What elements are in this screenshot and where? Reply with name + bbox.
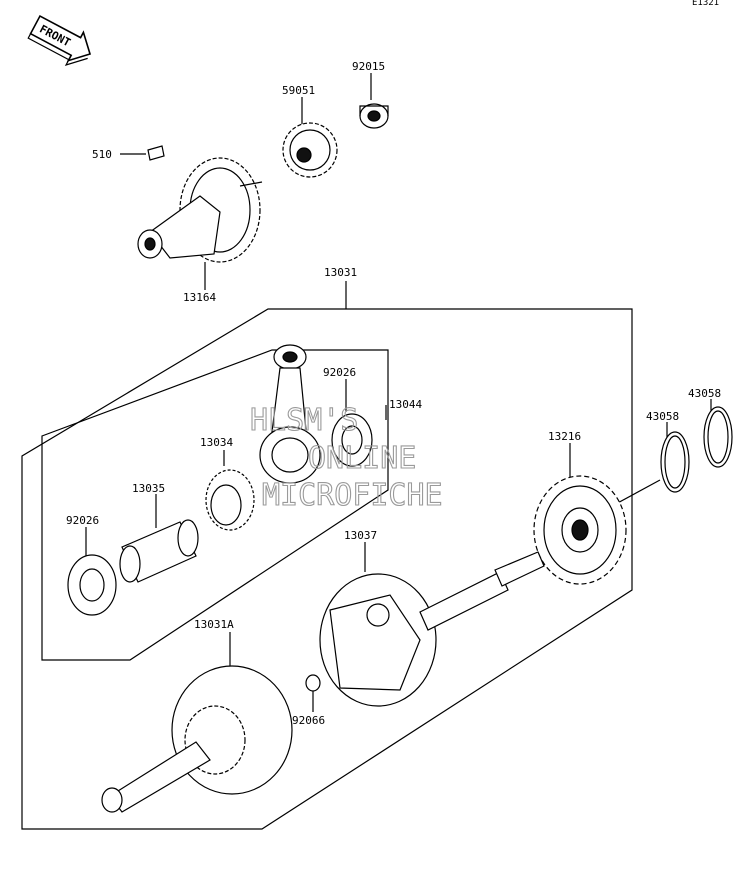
callout-13031A[interactable]: 13031A: [194, 618, 234, 631]
callout-13164[interactable]: 13164: [183, 291, 216, 304]
callout-510[interactable]: 510: [92, 148, 112, 161]
callout-13031[interactable]: 13031: [324, 266, 357, 279]
callout-43058-outer[interactable]: 43058: [688, 387, 721, 400]
callout-59051[interactable]: 59051: [282, 84, 315, 97]
pin-92066[interactable]: [305, 674, 321, 692]
callout-13037[interactable]: 13037: [344, 529, 377, 542]
callout-92026-upper[interactable]: 92026: [323, 366, 356, 379]
balancer-shaft-13164[interactable]: [137, 157, 263, 263]
callout-92026-lower[interactable]: 92026: [66, 514, 99, 527]
watermark-line-2: ONLINE: [308, 441, 416, 476]
crank-pin-13035[interactable]: [119, 519, 199, 583]
callout-13034[interactable]: 13034: [200, 436, 233, 449]
diagram-code: E1321: [692, 0, 719, 8]
callout-92066[interactable]: 92066: [292, 714, 325, 727]
ring-43058-inner[interactable]: [660, 431, 690, 493]
crank-half-13037[interactable]: [319, 551, 545, 707]
callout-13216[interactable]: 13216: [548, 430, 581, 443]
nut-92015[interactable]: [359, 103, 389, 129]
connecting-rod-13044[interactable]: [259, 344, 321, 484]
callout-13035[interactable]: 13035: [132, 482, 165, 495]
watermark: HLSM'S ONLINE MICROFICHE: [249, 402, 443, 513]
callout-43058-inner[interactable]: 43058: [646, 410, 679, 423]
subassembly-outline: [41, 349, 389, 661]
callout-13044[interactable]: 13044: [389, 398, 422, 411]
washer-92026-upper[interactable]: [331, 413, 373, 467]
drive-gear-13216[interactable]: [533, 475, 627, 585]
watermark-line-1: HLSM'S: [250, 403, 358, 438]
assembly-outline: [21, 308, 633, 830]
front-arrow-icon: FRONT: [27, 14, 92, 66]
needle-bearing-13034[interactable]: [205, 469, 255, 531]
gear-59051[interactable]: [282, 122, 338, 178]
ring-43058-outer[interactable]: [703, 406, 733, 468]
part-callouts: 92015 59051 510 13164 13031 92026 13044 …: [66, 60, 721, 727]
washer-92026-lower[interactable]: [67, 554, 117, 616]
callout-92015[interactable]: 92015: [352, 60, 385, 73]
watermark-line-3: MICROFICHE: [262, 478, 443, 513]
key-510[interactable]: [147, 145, 165, 161]
crank-half-13031A[interactable]: [101, 665, 293, 813]
